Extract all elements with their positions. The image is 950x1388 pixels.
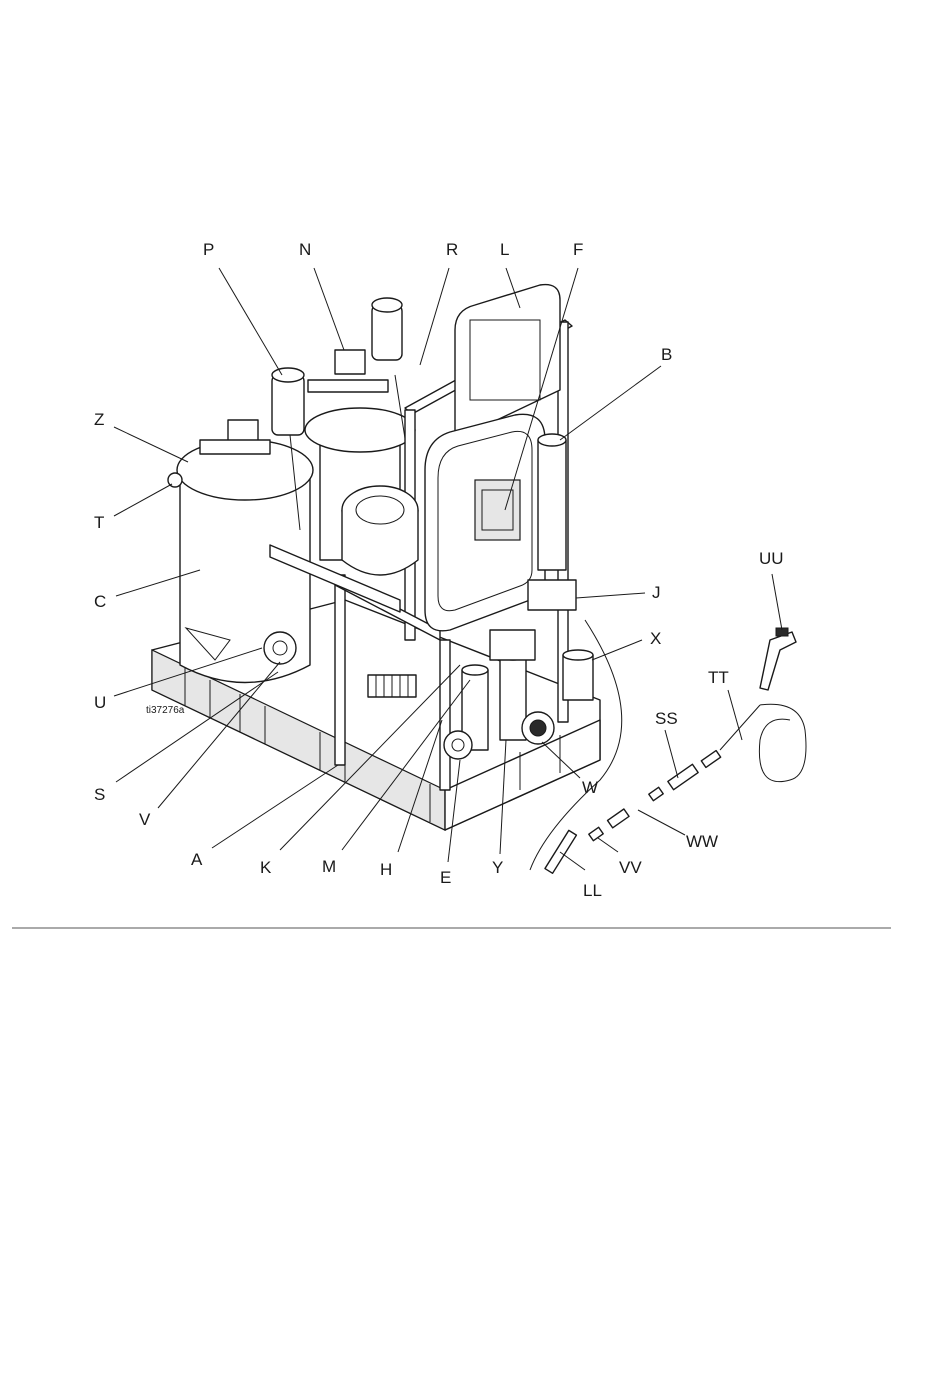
callout-c: C	[94, 592, 106, 611]
leader-line-r	[420, 268, 449, 365]
callout-vv: VV	[619, 858, 642, 877]
callout-r: R	[446, 240, 458, 259]
diaphragm-pump	[522, 712, 554, 744]
callout-v: V	[139, 810, 151, 829]
leader-line-ss	[665, 730, 678, 778]
callout-w: W	[582, 778, 598, 797]
callout-s: S	[94, 785, 105, 804]
spray-gun	[760, 628, 796, 690]
callout-n: N	[299, 240, 311, 259]
callout-h: H	[380, 860, 392, 879]
callout-m: M	[322, 857, 336, 876]
callout-tt: TT	[708, 668, 729, 687]
callout-ss: SS	[655, 709, 678, 728]
small-reservoir	[563, 650, 593, 700]
callout-e: E	[440, 868, 451, 887]
leader-line-p	[219, 268, 282, 375]
callout-z: Z	[94, 410, 104, 429]
callout-t: T	[94, 513, 104, 532]
callout-ww: WW	[686, 832, 718, 851]
callout-a: A	[191, 850, 203, 869]
callout-j: J	[652, 583, 661, 602]
callout-u: U	[94, 693, 106, 712]
callout-k: K	[260, 858, 272, 877]
equipment-illustration	[152, 285, 806, 874]
leader-line-x	[592, 640, 642, 660]
callout-l: L	[500, 240, 509, 259]
heater-drum	[342, 486, 418, 575]
motor-shaft	[368, 675, 416, 697]
callout-y: Y	[492, 858, 503, 877]
leader-line-j	[576, 593, 645, 598]
leader-line-vv	[598, 838, 618, 852]
leader-line-b	[560, 366, 661, 440]
leader-line-ww	[638, 810, 685, 835]
leader-line-z	[114, 427, 188, 462]
leader-line-ll	[560, 852, 585, 870]
leader-line-n	[314, 268, 344, 350]
figure-id: ti37276a	[146, 705, 185, 716]
callout-x: X	[650, 629, 661, 648]
callout-uu: UU	[759, 549, 784, 568]
leader-line-t	[114, 484, 172, 516]
leader-line-a	[212, 765, 338, 848]
callout-p: P	[203, 240, 214, 259]
callout-f: F	[573, 240, 583, 259]
leader-line-uu	[772, 574, 782, 630]
callout-ll: LL	[583, 881, 602, 900]
callout-b: B	[661, 345, 672, 364]
front-control-panel	[425, 414, 545, 631]
